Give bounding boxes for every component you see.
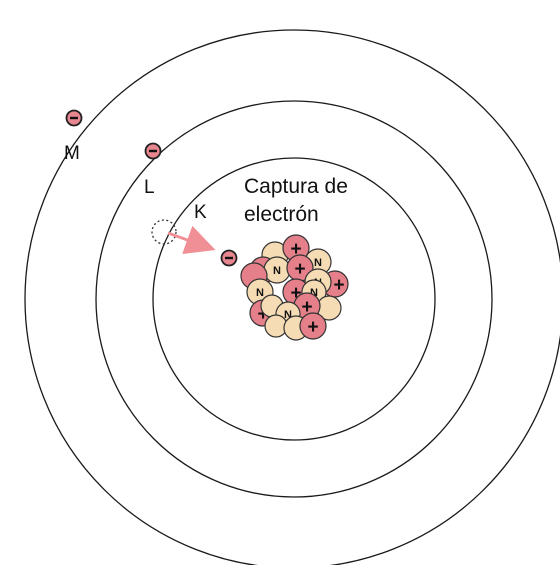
svg-text:+: + [307, 317, 318, 338]
shell-l [95, 100, 493, 498]
svg-text:N: N [273, 265, 281, 277]
shell-label-m: M [64, 143, 80, 164]
svg-text:+: + [294, 259, 305, 280]
vacancy-dotted-circle [151, 219, 177, 245]
svg-text:N: N [256, 287, 264, 299]
svg-text:N: N [310, 287, 318, 299]
nucleus: + N N + + N N + N + + N + [240, 234, 349, 341]
svg-text:N: N [314, 257, 322, 269]
svg-text:+: + [290, 239, 301, 260]
proton: + [299, 312, 327, 340]
title-line-1: Captura de [244, 175, 348, 198]
svg-text:+: + [301, 297, 312, 318]
svg-text:N: N [284, 309, 292, 321]
svg-text:+: + [257, 304, 268, 325]
electron-m [65, 109, 83, 127]
electron-l [144, 142, 162, 160]
shell-label-k: K [194, 202, 207, 223]
shell-k [152, 157, 436, 441]
shell-m [24, 29, 560, 565]
shell-label-l: L [144, 177, 155, 198]
svg-text:+: + [333, 275, 344, 296]
title-line-2: electrón [244, 203, 319, 226]
electron-captured [220, 249, 238, 267]
capture-arrow [167, 225, 216, 255]
svg-text:+: + [290, 283, 301, 304]
neutron: N [263, 256, 291, 284]
proton: + [286, 254, 314, 282]
